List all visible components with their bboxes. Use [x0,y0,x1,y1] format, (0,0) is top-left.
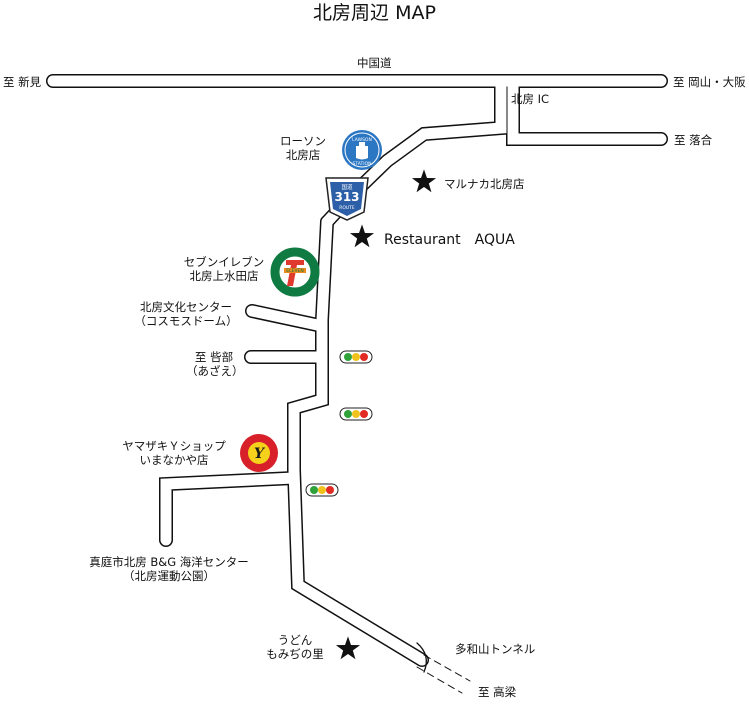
route-top-text: 国道 [341,183,353,191]
kaiyo-line-2: （北房運動公園） [123,569,215,583]
route-number-text: 313 [334,190,359,204]
minabe-destination-label: 至 呰部 （あざえ） [186,350,244,378]
marunaka-star-icon [411,169,437,193]
ochiai-road [506,74,668,146]
aqua-label: Restaurant AQUA [384,232,515,248]
tunnel-portal [416,642,427,673]
udon-star-icon [335,636,361,660]
seven-text: ELEVEN [286,268,303,274]
lawson-line-1: ローソン [280,134,326,148]
seven-eleven-line-1: セブンイレブン [183,255,265,269]
yamazaki-label: ヤマザキＹショップ いまなかや店 [114,439,234,467]
page-title: 北房周辺 MAP [313,2,436,24]
marunaka-label: マルナカ北房店 [444,177,525,191]
udon-line-2: もみぢの里 [266,647,324,661]
east-destination-label: 至 岡山・大阪 [673,75,746,89]
udon-label: うどん もみぢの里 [256,633,334,661]
yamazaki-line-2: いまなかや店 [139,453,209,467]
bunka-center-label: 北房文化センター （コスモスドーム） [128,300,244,328]
lawson-line-2: 北房店 [285,148,321,162]
ochiai-destination-label: 至 落合 [674,133,713,147]
takahashi-destination-label: 至 高梁 [478,685,517,699]
minabe-line-1: 至 呰部 [194,350,234,364]
lawson-label: ローソン 北房店 [268,134,338,162]
udon-line-1: うどん [277,633,313,647]
seven-eleven-label: セブンイレブン 北房上水田店 [176,255,272,283]
seven-eleven-logo-icon: ELEVEN [270,247,320,297]
route-313-shield-icon: 国道 313 ROUTE [325,177,369,221]
traffic-light-icon [305,483,339,497]
yamazaki-logo-icon: Y [240,434,278,472]
yamazaki-line-1: ヤマザキＹショップ [122,439,226,453]
lawson-bottom-text: STATION [353,161,372,167]
seven-eleven-line-2: 北房上水田店 [189,269,259,283]
traffic-light-icon [339,407,373,421]
bunka-line-1: 北房文化センター [140,300,232,314]
lawson-top-text: LAWSON [352,137,372,143]
bunka-line-2: （コスモスドーム） [134,314,238,328]
minabe-line-2: （あざえ） [186,364,244,378]
kaiyo-center-label: 真庭市北房 B&G 海洋センター （北房運動公園） [76,555,262,583]
yamazaki-mark-text: Y [254,446,266,462]
kaiyo-line-1: 真庭市北房 B&G 海洋センター [89,555,249,569]
aqua-star-icon [349,224,375,248]
expressway-label: 中国道 [357,56,392,70]
tunnel-label: 多和山トンネル [455,642,536,656]
west-destination-label: 至 新見 [3,75,42,89]
lawson-logo-icon: LAWSON STATION [342,130,382,170]
route-bottom-text: ROUTE [339,205,355,211]
traffic-light-icon [339,350,373,364]
ic-label: 北房 IC [511,92,550,106]
roads [46,74,668,694]
